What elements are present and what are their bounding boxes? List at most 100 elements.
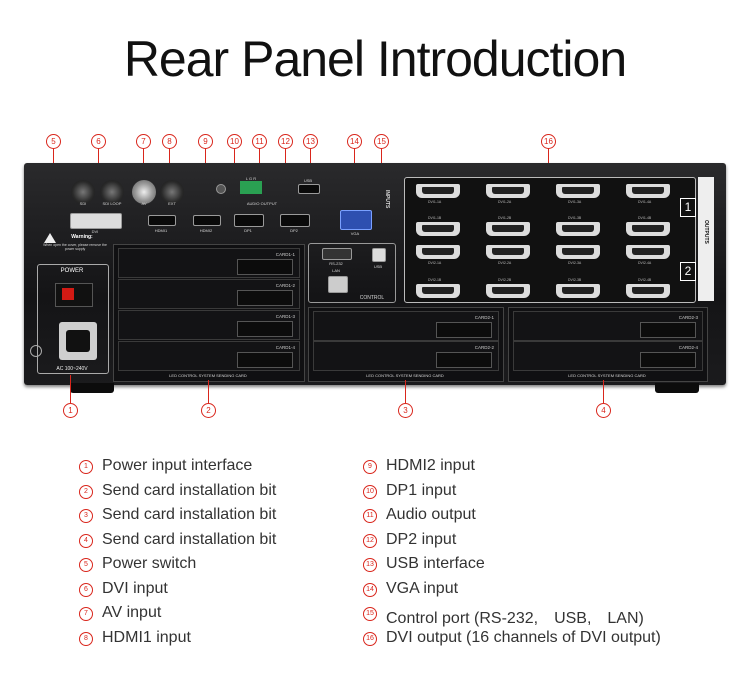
send-card: CARD1-1 <box>118 248 300 278</box>
legend-number: 14 <box>363 582 377 597</box>
legend-item: 7 AV input <box>79 604 409 624</box>
leader-line <box>603 380 604 403</box>
card-label: CARD2-3 <box>678 315 698 320</box>
callout-11: 11 <box>252 134 267 149</box>
legend-number: 10 <box>363 484 377 499</box>
dvi-output-panel <box>404 177 696 303</box>
outputs-label: OUTPUTS <box>703 220 709 244</box>
legend-number: 5 <box>79 558 93 572</box>
legend-item: 12 DP2 input <box>363 531 693 551</box>
power-section <box>37 264 109 374</box>
dp1-label: DP1 <box>244 228 252 233</box>
legend-text: HDMI1 input <box>102 628 191 646</box>
card-label: CARD1-3 <box>275 314 295 319</box>
rs232-label: RS-232 <box>329 261 343 266</box>
hdmi2-label: HDMI2 <box>199 228 213 233</box>
sending-card-label: LED CONTROL SYSTEM SENDING CARD <box>568 373 646 378</box>
ground-icon <box>30 345 42 357</box>
dvi-output-label: DVI2-2A <box>498 261 512 265</box>
dvi-output-label: DVI1-1B <box>428 216 442 220</box>
dvi-output-label: DVI2-3A <box>568 261 582 265</box>
sending-card-label: LED CONTROL SYSTEM SENDING CARD <box>169 373 247 378</box>
lan-label: LAN <box>332 268 340 273</box>
legend-text: USB interface <box>386 555 485 572</box>
legend-number: 11 <box>363 509 377 523</box>
card-label: CARD2-4 <box>678 345 698 350</box>
audio-jack <box>216 184 226 194</box>
card-label: CARD1-1 <box>275 252 295 257</box>
callout-5: 5 <box>46 134 61 149</box>
legend-text: Send card installation bit <box>102 530 277 548</box>
callout-6: 6 <box>91 134 106 149</box>
dp2-label: DP2 <box>290 228 298 233</box>
av-label: AV <box>141 201 147 206</box>
dvi-output-port <box>626 245 670 259</box>
legend-number: 15 <box>363 607 377 621</box>
vga-port <box>340 210 372 230</box>
hdmi1-label: HDMI1 <box>154 228 168 233</box>
callout-12: 12 <box>278 134 293 149</box>
legend-number: 7 <box>79 607 93 621</box>
leader-line <box>70 375 71 403</box>
dvi-output-label: DVI2-1B <box>428 278 442 282</box>
output-group-1: 1 <box>680 198 696 217</box>
leader-line <box>548 148 549 176</box>
dvi-output-port <box>416 245 460 259</box>
callout-2: 2 <box>201 403 216 418</box>
device-foot <box>655 383 699 393</box>
power-label: POWER <box>60 268 84 274</box>
legend-number: 8 <box>79 631 93 646</box>
callout-7: 7 <box>136 134 151 149</box>
hdmi1-port <box>148 215 176 226</box>
legend-number: 2 <box>79 484 93 499</box>
callout-1: 1 <box>63 403 78 418</box>
power-switch[interactable] <box>55 283 93 307</box>
callout-16: 16 <box>541 134 556 149</box>
legend-text: Send card installation bit <box>102 506 277 523</box>
dvi-output-label: DVI1-2B <box>498 216 512 220</box>
legend-number: 9 <box>363 460 377 474</box>
ac-power-inlet <box>59 322 97 360</box>
sdi-connector <box>71 180 95 204</box>
leader-line <box>405 380 406 403</box>
dvi-output-port <box>486 284 530 298</box>
dvi-output-port <box>556 284 600 298</box>
dvi-input-label: DVI <box>91 229 99 234</box>
warning-text: When open the cover, please remove the p… <box>43 243 107 251</box>
legend-number: 12 <box>363 533 377 548</box>
dvi-output-port <box>556 184 600 198</box>
callout-3: 3 <box>398 403 413 418</box>
dvi-output-port <box>416 184 460 198</box>
dvi-output-label: DVI2-4A <box>638 261 652 265</box>
legend-text: AV input <box>102 604 162 621</box>
dp2-port <box>280 214 310 227</box>
dvi-output-port <box>556 222 600 236</box>
control-section <box>308 243 396 303</box>
send-card: CARD1-4 <box>118 341 300 371</box>
callout-10: 10 <box>227 134 242 149</box>
sdi-loop-connector <box>100 180 124 204</box>
dvi-output-port <box>486 222 530 236</box>
dvi-output-port <box>416 284 460 298</box>
legend-text: DVI input <box>102 579 168 597</box>
legend-number: 13 <box>363 558 377 572</box>
dvi-output-port <box>416 222 460 236</box>
ext-connector <box>160 180 184 204</box>
legend-number: 1 <box>79 460 93 474</box>
send-card: CARD2-2 <box>313 341 499 371</box>
dvi-output-label: DVI2-2B <box>498 278 512 282</box>
legend-item: 8 HDMI1 input <box>79 629 409 649</box>
sending-card-label: LED CONTROL SYSTEM SENDING CARD <box>366 373 444 378</box>
warning-triangle-icon <box>44 233 56 243</box>
sdi-label: SDI <box>79 201 87 206</box>
send-card: CARD1-3 <box>118 310 300 340</box>
legend-text: DP2 input <box>386 530 457 548</box>
card-label: CARD2-2 <box>474 345 494 350</box>
